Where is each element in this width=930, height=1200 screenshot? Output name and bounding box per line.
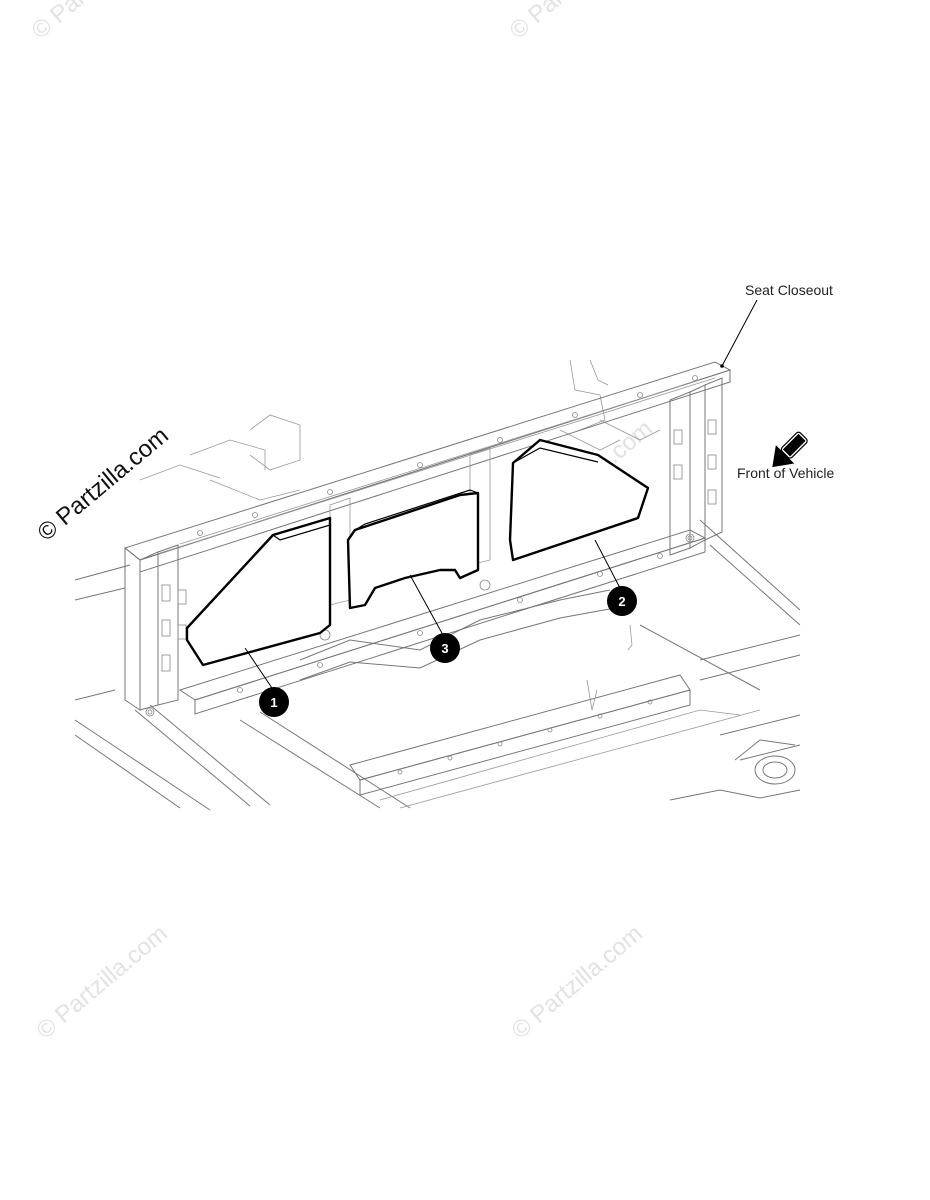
- svg-text:3: 3: [441, 641, 448, 656]
- callout-3[interactable]: 3: [430, 633, 460, 663]
- svg-text:© Partzilla.com: © Partzilla.com: [27, 0, 168, 45]
- seat-closeout-label: Seat Closeout: [745, 282, 833, 298]
- leader-lines: [244, 299, 758, 689]
- front-of-vehicle-label: Front of Vehicle: [737, 465, 834, 481]
- watermark-main: © Partzilla.com: [33, 422, 174, 547]
- svg-text:1: 1: [270, 695, 277, 710]
- svg-text:© Partzilla.com: © Partzilla.com: [33, 422, 174, 547]
- watermark-top-right: © Partzilla.com: [505, 0, 646, 45]
- panel-3[interactable]: [346, 489, 480, 610]
- seat-closeout-pointer: [720, 364, 724, 368]
- callout-2[interactable]: 2: [607, 586, 637, 616]
- svg-text:© Partzilla.com: © Partzilla.com: [32, 920, 173, 1045]
- watermark-top-left: © Partzilla.com: [27, 0, 168, 45]
- callout-1[interactable]: 1: [259, 687, 289, 717]
- panel-1[interactable]: [185, 516, 332, 667]
- front-arrow-icon: [772, 431, 808, 468]
- svg-text:© Partzilla.com: © Partzilla.com: [505, 0, 646, 45]
- watermark-bottom-right: © Partzilla.com: [507, 920, 648, 1045]
- watermark-bottom-left: © Partzilla.com: [32, 920, 173, 1045]
- panel-2[interactable]: [508, 438, 650, 562]
- frame-drawing: [74, 359, 801, 811]
- svg-text:© Partzilla.com: © Partzilla.com: [507, 920, 648, 1045]
- svg-text:2: 2: [618, 594, 625, 609]
